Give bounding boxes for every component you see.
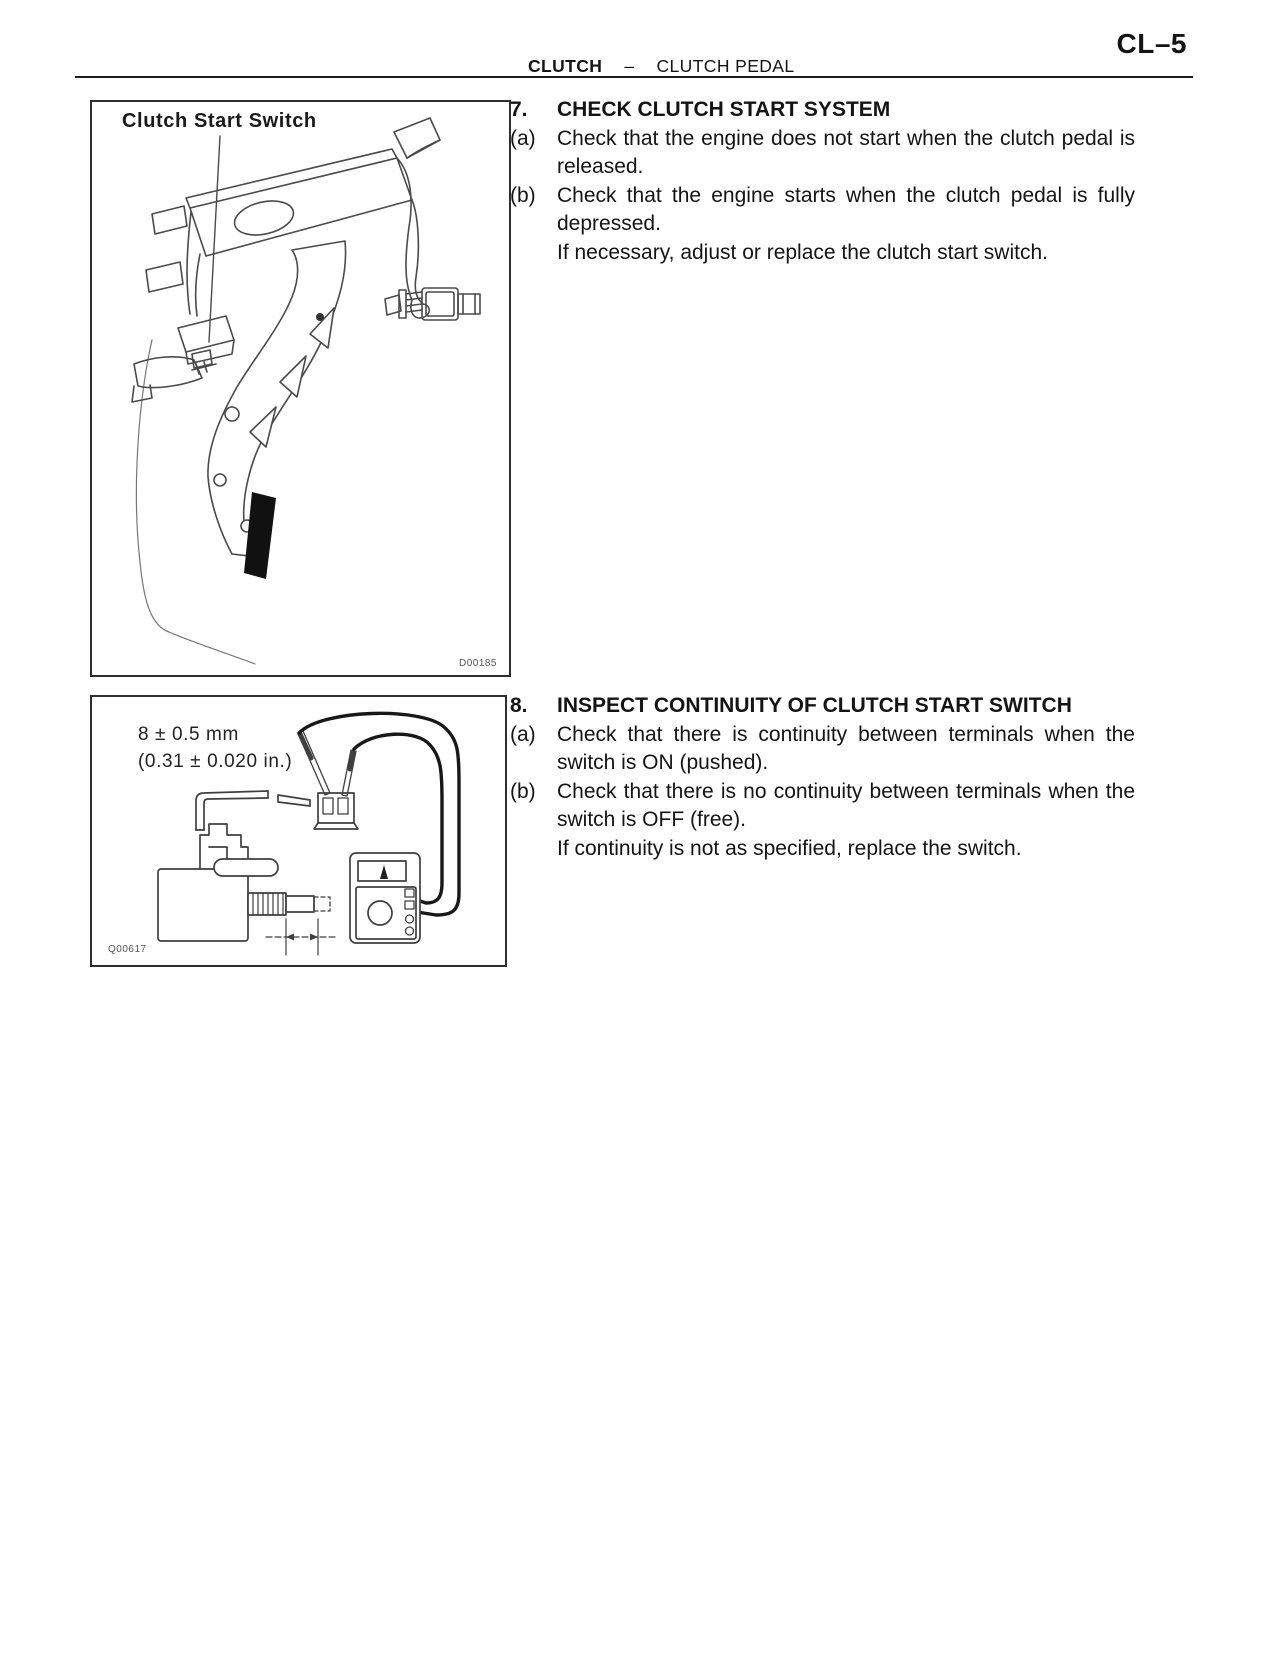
item-text: Check that there is continuity between t… [557, 722, 1135, 775]
running-head-subsection: CLUTCH PEDAL [656, 56, 795, 76]
item-marker: (b) [510, 183, 536, 207]
header-rule [75, 76, 1193, 78]
item-text: Check that the engine does not start whe… [557, 126, 1135, 179]
item-marker: (a) [510, 722, 536, 746]
item-marker-spacer [510, 835, 557, 864]
item-note: If continuity is not as specified, repla… [557, 836, 1022, 860]
figure1-callout-label: Clutch Start Switch [122, 110, 317, 132]
item-marker: (a) [510, 126, 536, 150]
step-number: 7. [510, 98, 528, 121]
figure1-code: D00185 [458, 658, 497, 669]
running-head-separator: – [624, 56, 635, 76]
figure-continuity-check: 8 ± 0.5 mm (0.31 ± 0.020 in.) Q00617 [90, 695, 507, 967]
page-code: CL–5 [1116, 28, 1187, 59]
figure-clutch-pedal-assembly: Clutch Start Switch D00185 [90, 100, 511, 677]
step-title: CHECK CLUTCH START SYSTEM [557, 98, 891, 121]
dimension-in: (0.31 ± 0.020 in.) [138, 751, 293, 772]
step-8: 8. INSPECT CONTINUITY OF CLUTCH START SW… [510, 692, 1138, 863]
item-marker-spacer [510, 239, 557, 268]
clutch-pedal-drawing [131, 117, 481, 665]
item-note: If necessary, adjust or replace the clut… [557, 240, 1048, 264]
continuity-check-drawing [157, 711, 461, 956]
item-text: Check that the engine starts when the cl… [557, 183, 1135, 236]
step-number: 8. [510, 694, 528, 717]
item-text: Check that there is no continuity betwee… [557, 779, 1135, 832]
running-head-section: CLUTCH [528, 56, 603, 76]
item-marker: (b) [510, 779, 536, 803]
figure2-dimension-label: 8 ± 0.5 mm (0.31 ± 0.020 in.) [138, 721, 292, 775]
step-title: INSPECT CONTINUITY OF CLUTCH START SWITC… [557, 694, 1072, 717]
dimension-mm: 8 ± 0.5 mm [138, 724, 239, 745]
step-7: 7. CHECK CLUTCH START SYSTEM (a) Check t… [510, 96, 1138, 267]
running-head: CLUTCH – CLUTCH PEDAL [528, 56, 795, 77]
figure2-code: Q00617 [108, 944, 147, 955]
